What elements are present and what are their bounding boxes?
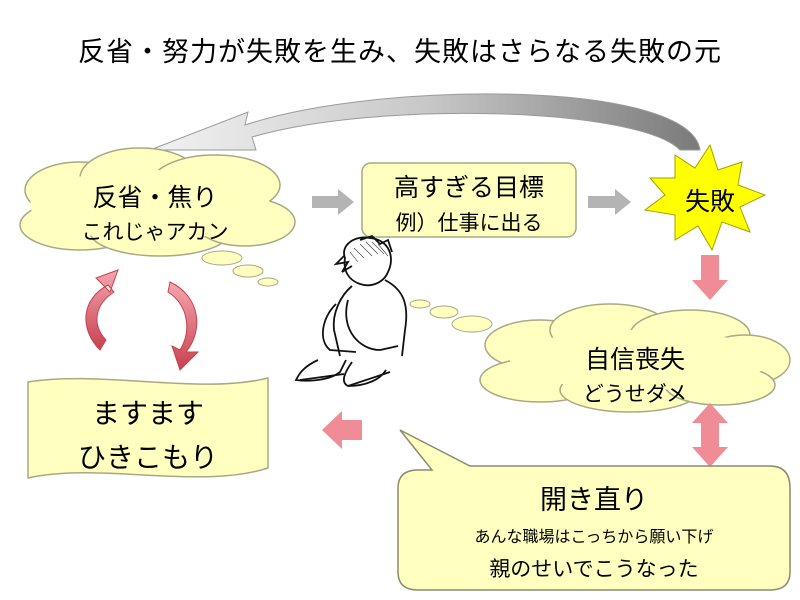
node-defiance: 開き直り あんな職場はこっちから願い下げ 親のせいでこうなった [398, 478, 790, 583]
confidence-sub: どうせダメ [582, 382, 688, 406]
node-goal: 高すぎる目標 例）仕事に出る [362, 168, 576, 237]
failure-label: 失敗 [684, 187, 735, 216]
cloud-reflection [19, 147, 296, 257]
arrow-confidence-defiance [692, 403, 728, 467]
defiance-sub: あんな職場はこっちから願い下げ [474, 527, 714, 546]
withdrawal-line2: ひきこもり [77, 441, 218, 474]
sitting-person-illustration [294, 234, 408, 387]
goal-box [361, 162, 577, 238]
feedback-curved-arrow [149, 93, 701, 151]
thought-bubble-5 [429, 305, 459, 319]
hair-shading [349, 241, 389, 263]
cycle-arrow-left [85, 269, 119, 351]
arrow-goal-to-failure [588, 189, 631, 215]
thought-bubble-3 [257, 277, 279, 287]
node-confidence: 自信喪失 どうせダメ [520, 340, 750, 408]
cloud-confidence [479, 303, 791, 413]
cycle-arrow-right [167, 281, 200, 371]
page-title: 反省・努力が失敗を生み、失敗はさらなる失敗の元 [78, 37, 722, 68]
arrow-to-withdrawal [322, 411, 362, 449]
thought-bubble-1 [201, 250, 243, 266]
withdrawal-line1: ますます [91, 397, 204, 430]
thought-bubble-2 [232, 264, 264, 278]
defiance-sub2: 親のせいでこうなった [489, 557, 699, 581]
defiance-balloon [397, 429, 791, 591]
thought-bubble-6 [451, 315, 493, 333]
confidence-label: 自信喪失 [584, 345, 685, 374]
withdrawal-banner [27, 377, 269, 479]
arrow-reflection-to-goal [312, 189, 354, 215]
reflection-sub: これじゃアカン [81, 220, 229, 244]
goal-label: 高すぎる目標 [393, 173, 544, 202]
node-reflection: 反省・焦り これじゃアカン [40, 178, 270, 246]
reflection-label: 反省・焦り [92, 183, 218, 212]
failure-burst [643, 143, 767, 252]
defiance-label: 開き直り [540, 485, 648, 516]
thought-bubble-4 [409, 299, 431, 309]
node-withdrawal: ますます ひきこもり [28, 392, 268, 476]
goal-sub: 例）仕事に出る [395, 211, 543, 235]
arrow-failure-to-confidence [692, 255, 728, 300]
